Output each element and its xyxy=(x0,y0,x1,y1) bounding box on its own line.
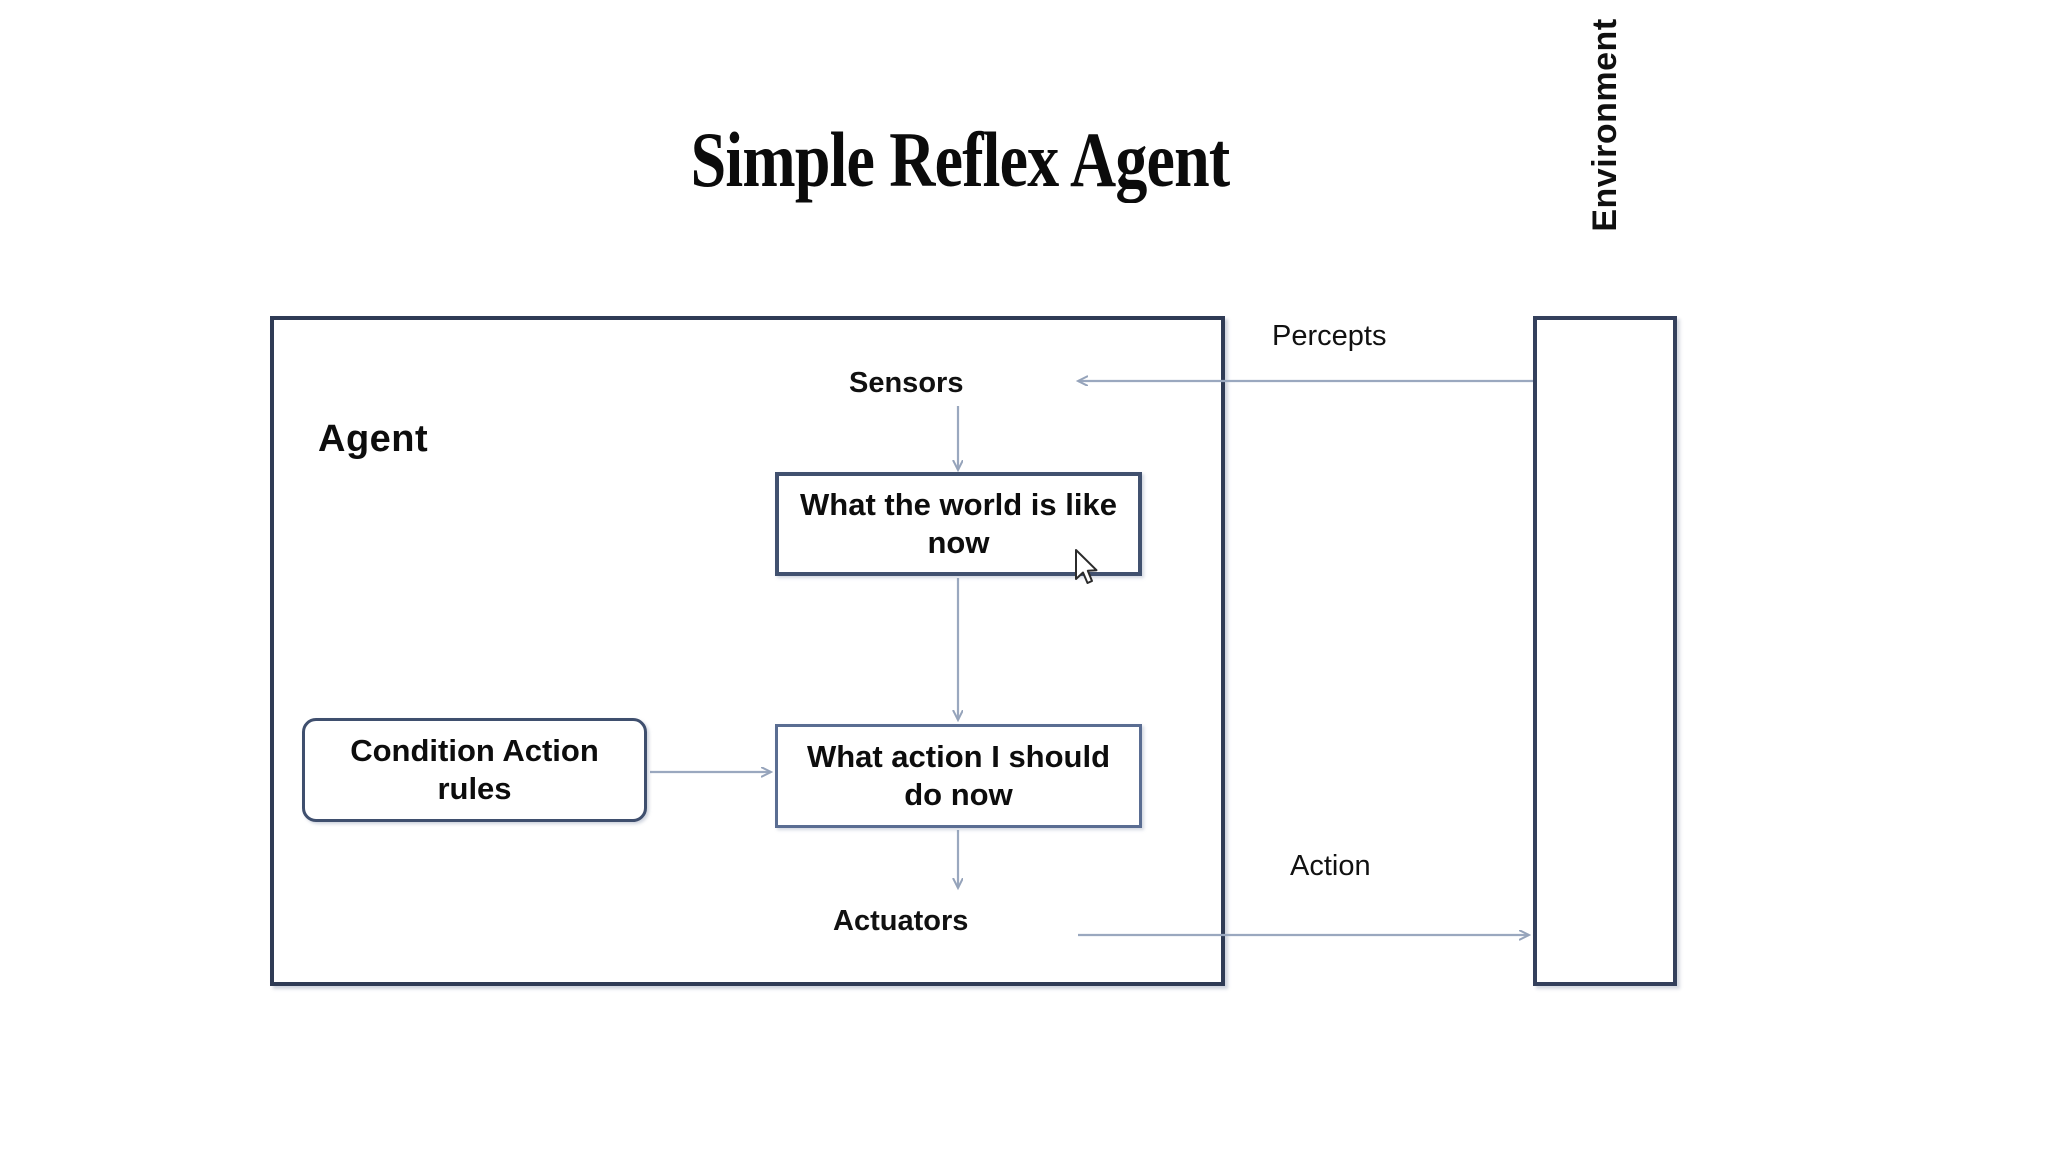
environment-label: Environment xyxy=(1585,18,1624,232)
environment-container xyxy=(1533,316,1677,986)
node-condition-action-rules[interactable]: Condition Action rules xyxy=(302,718,647,822)
page-title: Simple Reflex Agent xyxy=(690,116,1230,203)
agent-label: Agent xyxy=(318,418,429,460)
node-sensors: Sensors xyxy=(849,367,964,399)
agent-container xyxy=(270,316,1225,986)
edge-label-percepts: Percepts xyxy=(1272,320,1387,352)
node-actuators: Actuators xyxy=(833,905,969,937)
mouse-cursor-icon xyxy=(1075,549,1098,584)
edge-label-action: Action xyxy=(1290,850,1371,882)
node-what-action-i-should-do-now[interactable]: What action I should do now xyxy=(775,724,1142,828)
